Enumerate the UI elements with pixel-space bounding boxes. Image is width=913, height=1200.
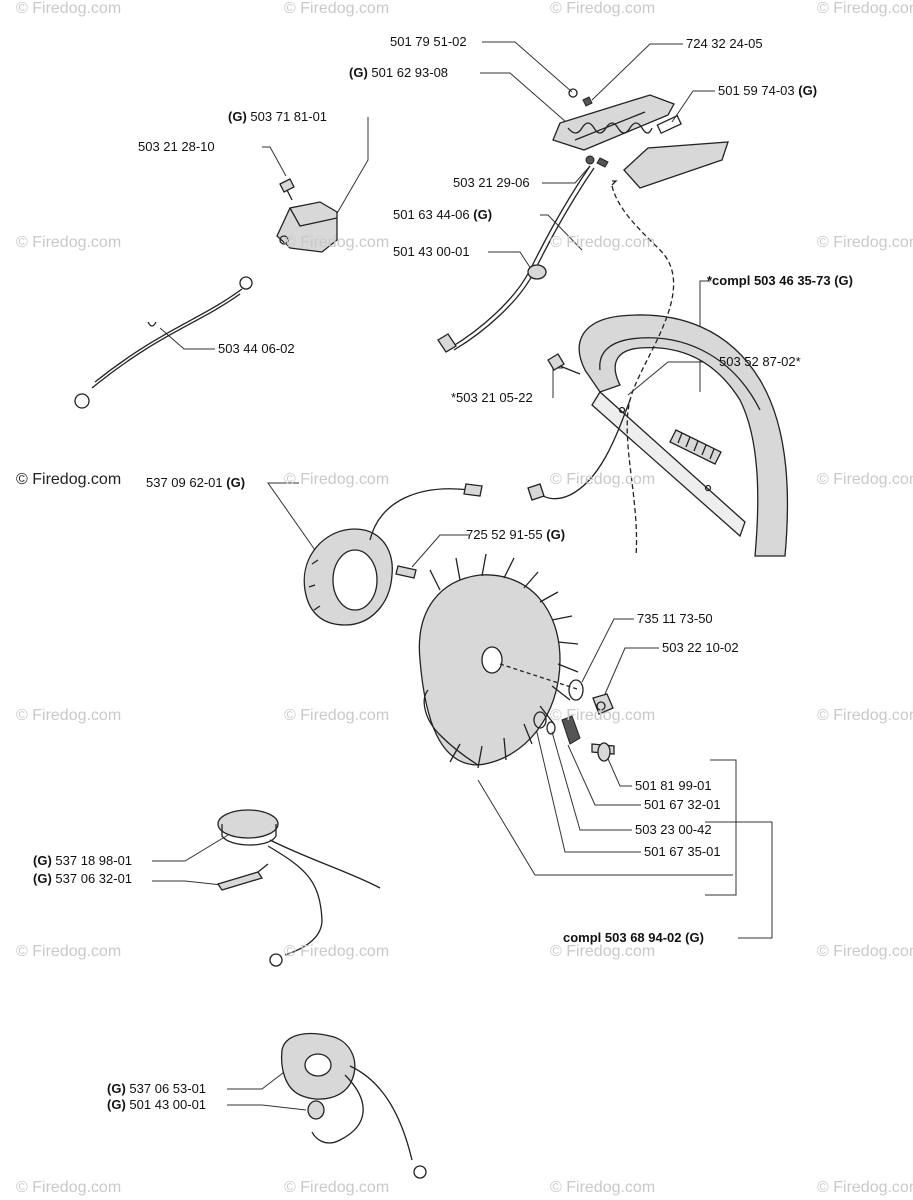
watermark: © Firedog.com: [284, 1179, 390, 1196]
part-label: 501 59 74-03 (G): [718, 83, 818, 98]
watermark: © Firedog.com: [550, 234, 656, 251]
part-label: 724 32 24-05: [686, 36, 763, 51]
watermark: © Firedog.com: [284, 0, 390, 17]
ignition-coil-lower: [216, 809, 381, 967]
watermark: © Firedog.com: [817, 471, 913, 488]
part-label: 725 52 91-55 (G): [466, 527, 566, 542]
part-label: 501 81 99-01: [635, 778, 712, 793]
part-label: 503 23 00-42: [635, 822, 712, 837]
watermark: © Firedog.com: [550, 943, 656, 960]
stator-coil: [303, 483, 483, 626]
part-label: 503 44 06-02: [218, 341, 295, 356]
watermark: © Firedog.com: [16, 234, 122, 251]
watermark: © Firedog.com: [284, 707, 390, 724]
watermark: © Firedog.com: [284, 471, 390, 488]
watermark: © Firedog.com: [817, 1179, 913, 1196]
part-label: 735 11 73-50: [637, 611, 713, 626]
part-label: (G) 503 71 81-01: [228, 109, 328, 124]
part-label: *compl 503 46 35-73 (G): [707, 273, 853, 288]
watermark: © Firedog.com: [817, 0, 913, 17]
leader-lines: [152, 41, 773, 1111]
part-label: 503 22 10-02: [662, 640, 739, 655]
ignition-module: [276, 178, 338, 253]
part-label: (G) 537 06 32-01: [33, 871, 133, 886]
watermark: © Firedog.com: [16, 1179, 122, 1196]
flywheel-hardware: [533, 679, 615, 762]
watermark: © Firedog.com: [550, 471, 656, 488]
watermark: © Firedog.com: [16, 943, 122, 960]
part-label: (G) 537 18 98-01: [33, 853, 133, 868]
watermark: © Firedog.com: [550, 0, 656, 17]
watermark: © Firedog.com: [817, 943, 913, 960]
part-label: 503 21 29-06: [453, 175, 530, 190]
handle-bar: [527, 185, 789, 557]
part-label: 501 63 44-06 (G): [393, 207, 493, 222]
watermark: © Firedog.com: [16, 471, 122, 488]
part-label: compl 503 68 94-02 (G): [563, 930, 704, 945]
ignition-module-lower: [280, 1032, 427, 1179]
short-cable: [74, 276, 253, 409]
watermark: © Firedog.com: [817, 234, 913, 251]
watermark: © Firedog.com: [550, 1179, 656, 1196]
watermark: © Firedog.com: [817, 707, 913, 724]
stop-cable: [437, 165, 595, 353]
part-label: (G) 501 43 00-01: [107, 1097, 207, 1112]
part-label: 501 43 00-01: [393, 244, 470, 259]
part-label: (G) 537 06 53-01: [107, 1081, 207, 1096]
part-label: 503 52 87-02*: [719, 354, 801, 369]
part-label: 501 79 51-02: [390, 34, 467, 49]
part-label: *503 21 05-22: [451, 390, 533, 405]
part-label: 501 67 35-01: [644, 844, 721, 859]
part-label: (G) 501 62 93-08: [349, 65, 449, 80]
flywheel: [418, 553, 581, 769]
watermark: © Firedog.com: [550, 707, 656, 724]
heat-shield-group: [552, 88, 729, 189]
watermark: © Firedog.com: [16, 707, 122, 724]
watermark: © Firedog.com: [284, 234, 390, 251]
watermark: © Firedog.com: [284, 943, 390, 960]
part-label: 537 09 62-01 (G): [146, 475, 246, 490]
watermark: © Firedog.com: [16, 0, 122, 17]
part-label: 503 21 28-10: [138, 139, 215, 154]
part-label: 501 67 32-01: [644, 797, 721, 812]
